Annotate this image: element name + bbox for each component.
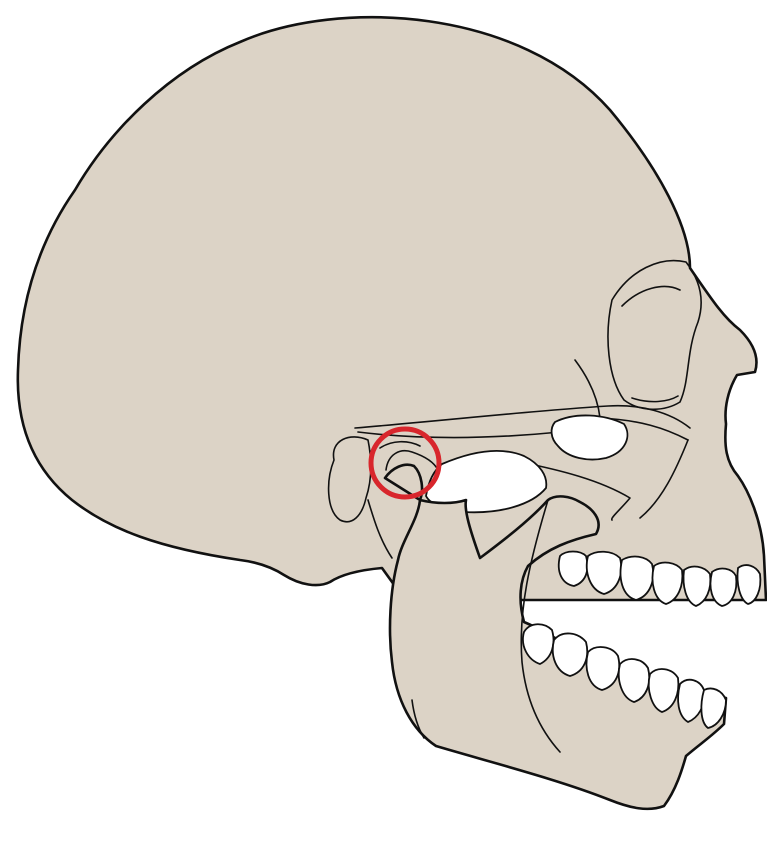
cranium — [18, 17, 766, 600]
upper-tooth — [559, 552, 588, 587]
